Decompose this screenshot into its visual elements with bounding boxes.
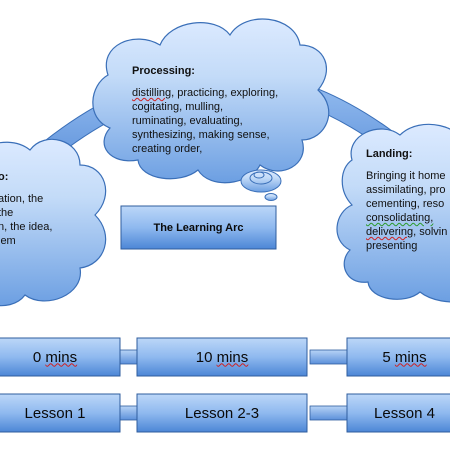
row1-box-3-shape bbox=[346, 337, 450, 377]
cloud-center-line: creating order, bbox=[132, 143, 203, 155]
row2-box-2-label: Lesson 2-3 bbox=[184, 404, 260, 422]
cloud-center-line1-rest: , practicing, exploring, bbox=[171, 87, 279, 99]
word-consolidating: consolidating, bbox=[366, 212, 434, 224]
cloud-right-line: cementing, reso bbox=[366, 198, 445, 210]
word-distilling: distilling bbox=[132, 87, 172, 99]
cloud-left-line: n, the idea, bbox=[0, 221, 53, 233]
row1-box-2-unit: mins bbox=[216, 348, 249, 366]
cloud-center-text: Processing: distilling, practicing, expl… bbox=[132, 64, 312, 156]
cloud-left bbox=[0, 138, 107, 307]
cloud-right-title: Landing: bbox=[366, 148, 413, 160]
row2-box-3-shape bbox=[346, 393, 450, 433]
cloud-right-line5-rest: , solvin bbox=[413, 226, 448, 238]
cloud-right-line: consolidating, bbox=[366, 211, 450, 225]
row2-box-3-label: Lesson 4 bbox=[374, 404, 435, 422]
cloud-left-line: ation, the bbox=[0, 193, 44, 205]
cloud-left-text: o: ation, the the n, the idea, lem bbox=[0, 170, 78, 248]
row2-box-2: Lesson 2-3 bbox=[137, 394, 307, 432]
row1-box-3-unit: mins bbox=[394, 348, 427, 366]
cloud-right-line: presenting bbox=[366, 240, 418, 252]
learning-arc-box: The Learning Arc bbox=[121, 206, 276, 249]
row1-box-3: 5 mins bbox=[347, 338, 450, 376]
thought-bubble-small bbox=[264, 193, 278, 201]
cloud-center-title: Processing: bbox=[132, 65, 195, 77]
cloud-left-line: the bbox=[0, 207, 14, 219]
row2-box-3: Lesson 4 bbox=[347, 394, 450, 432]
row1-box-3-num: 5 bbox=[382, 348, 391, 366]
learning-arc-box-shape bbox=[120, 205, 277, 250]
row2-box-1-label: Lesson 1 bbox=[24, 404, 86, 422]
cloud-right-line: assimilating, pro bbox=[366, 184, 446, 196]
row1-box-2-num: 10 bbox=[195, 348, 213, 366]
row1-box-1-num: 0 bbox=[32, 348, 42, 366]
cloud-center-line: synthesizing, making sense, bbox=[132, 129, 270, 141]
cloud-right bbox=[336, 123, 450, 303]
row2-box-1: Lesson 1 bbox=[0, 394, 120, 432]
row1-box-1-shape bbox=[0, 337, 121, 377]
word-delivering: delivering bbox=[366, 226, 414, 238]
cloud-center-line: ruminating, evaluating, bbox=[132, 115, 243, 127]
cloud-left-title: o: bbox=[0, 171, 9, 183]
cloud-right-text: Landing: Bringing it home assimilating, … bbox=[366, 147, 450, 253]
cloud-right-line: delivering, solvin bbox=[366, 225, 450, 239]
cloud-center bbox=[92, 18, 330, 184]
row1-box-2: 10 mins bbox=[137, 338, 307, 376]
row1-box-1-unit: mins bbox=[45, 348, 78, 366]
cloud-center-line: cogitating, mulling, bbox=[132, 101, 224, 113]
cloud-left-line: lem bbox=[0, 235, 16, 247]
thought-bubble-large bbox=[240, 169, 282, 193]
row2-box-2-shape bbox=[136, 393, 308, 433]
learning-arc-label: The Learning Arc bbox=[153, 221, 244, 234]
row2-box-1-shape bbox=[0, 393, 121, 433]
row1-box-1: 0 mins bbox=[0, 338, 120, 376]
cloud-center-line: distilling, practicing, exploring, bbox=[132, 86, 312, 100]
cloud-right-line: Bringing it home bbox=[366, 170, 446, 182]
row1-box-2-shape bbox=[136, 337, 308, 377]
